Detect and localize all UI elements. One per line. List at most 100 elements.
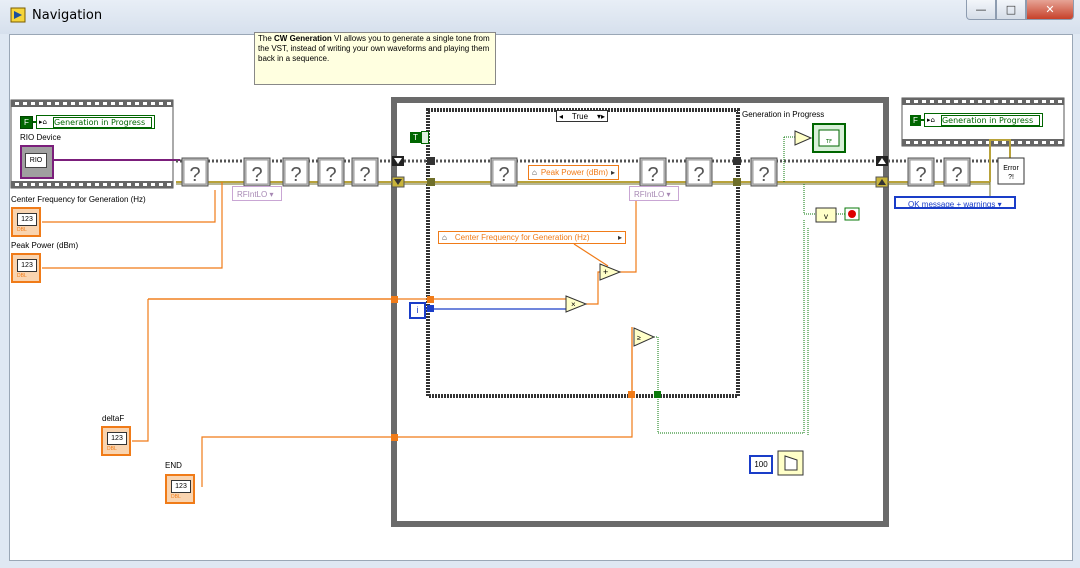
- true-constant-group[interactable]: T: [410, 131, 429, 144]
- shift-registers: [391, 156, 889, 441]
- svg-text:?: ?: [498, 164, 509, 186]
- subvi-icons[interactable]: ???????????: [181, 157, 971, 187]
- svg-text:TF: TF: [825, 139, 832, 145]
- unknown-subvi-icon[interactable]: ?: [351, 157, 379, 187]
- rfintlo-text-1: RFIntLO: [237, 190, 268, 199]
- rfintlo-constant-1[interactable]: RFIntLO ▾: [232, 186, 282, 201]
- greater-or-equal-function[interactable]: ≥: [633, 327, 656, 347]
- unknown-subvi-icon[interactable]: ?: [750, 157, 778, 187]
- case-selector[interactable]: ◂ True ▾▸: [556, 110, 608, 122]
- case-structure[interactable]: [426, 108, 740, 398]
- labview-app-icon: [10, 7, 26, 23]
- error-dialog-text: OK message + warnings: [908, 200, 996, 209]
- case-prev-arrow[interactable]: ◂: [559, 111, 564, 121]
- minimize-button[interactable]: —: [966, 0, 996, 20]
- peak-power-property-node[interactable]: ⌂ Peak Power (dBm) ▸: [528, 165, 619, 180]
- right-generation-local[interactable]: F ▸⌂ Generation in Progress: [910, 113, 1044, 127]
- wait-constant[interactable]: 100: [749, 455, 773, 474]
- stop-condition-icon[interactable]: [844, 207, 860, 221]
- generation-in-progress-label: Generation in Progress: [742, 110, 825, 119]
- rfintlo-constant-2[interactable]: RFIntLO ▾: [629, 186, 679, 201]
- local-variable-icon: ▸⌂: [39, 118, 47, 126]
- maximize-button[interactable]: □: [996, 0, 1026, 20]
- svg-text:?!: ?!: [1008, 174, 1014, 181]
- unknown-subvi-icon[interactable]: ?: [490, 157, 518, 187]
- svg-text:+: +: [603, 267, 608, 277]
- svg-text:?: ?: [290, 164, 301, 186]
- title-bar: Navigation — □ ✕: [0, 0, 1080, 34]
- true-constant[interactable]: T: [410, 132, 421, 143]
- rio-device-label: RIO Device: [20, 133, 61, 142]
- unknown-subvi-icon[interactable]: ?: [943, 157, 971, 187]
- rio-device-control[interactable]: RIO: [20, 145, 54, 179]
- rfintlo-text-2: RFIntLO: [634, 190, 665, 199]
- delta-f-label: deltaF: [102, 414, 125, 423]
- end-label: END: [165, 461, 182, 470]
- close-button[interactable]: ✕: [1026, 0, 1074, 20]
- unknown-subvi-icon[interactable]: ?: [317, 157, 345, 187]
- local-variable-label: Generation in Progress: [52, 116, 153, 128]
- peak-power-label: Peak Power (dBm): [11, 241, 79, 250]
- not-function[interactable]: [794, 130, 813, 146]
- svg-text:≥: ≥: [637, 335, 641, 342]
- center-frequency-label: Center Frequency for Generation (Hz): [11, 195, 146, 204]
- peak-power-property-label: Peak Power (dBm): [540, 168, 608, 177]
- svg-text:?: ?: [325, 164, 336, 186]
- svg-text:?: ?: [647, 164, 658, 186]
- svg-text:Error: Error: [1003, 165, 1019, 172]
- iteration-terminal[interactable]: i: [409, 302, 426, 319]
- numeric-glyph: 123: [171, 480, 191, 493]
- note-text: VI allows you to generate a single tone …: [258, 34, 490, 63]
- unknown-subvi-icon[interactable]: ?: [243, 157, 271, 187]
- add-function[interactable]: +: [599, 263, 622, 281]
- svg-text:v: v: [824, 212, 828, 221]
- wires: [42, 136, 1011, 487]
- numeric-glyph: 123: [17, 259, 37, 272]
- while-loop[interactable]: [391, 97, 889, 527]
- center-frequency-property-node[interactable]: ⌂ Center Frequency for Generation (Hz) ▸: [438, 231, 626, 244]
- svg-text:?: ?: [251, 164, 262, 186]
- generation-in-progress-indicator[interactable]: TF: [812, 123, 846, 153]
- false-constant-right[interactable]: F: [910, 114, 921, 126]
- unknown-subvi-icon[interactable]: ?: [639, 157, 667, 187]
- unknown-subvi-icon[interactable]: ?: [282, 157, 310, 187]
- error-dialog-dropdown[interactable]: OK message + warnings ▾: [894, 196, 1016, 209]
- dbl-tag: DBL: [171, 494, 181, 500]
- note-prefix: The: [258, 34, 275, 43]
- local-variable-label-right: Generation in Progress: [940, 114, 1041, 126]
- false-constant[interactable]: F: [20, 115, 33, 129]
- svg-text:?: ?: [189, 164, 200, 186]
- svg-text:?: ?: [951, 164, 962, 186]
- block-diagram-canvas[interactable]: [9, 34, 1073, 561]
- dbl-tag: DBL: [17, 227, 27, 233]
- comment-note: The CW Generation VI allows you to gener…: [254, 32, 496, 85]
- case-selector-label: True: [571, 111, 589, 121]
- svg-text:?: ?: [359, 164, 370, 186]
- rio-glyph: RIO: [25, 153, 47, 168]
- svg-text:?: ?: [693, 164, 704, 186]
- unknown-subvi-icon[interactable]: ?: [181, 157, 209, 187]
- svg-text:×: ×: [571, 300, 576, 309]
- case-next-arrow[interactable]: ▾▸: [596, 111, 605, 121]
- multiply-function[interactable]: ×: [565, 295, 588, 313]
- simple-error-handler-icon[interactable]: Error ?!: [997, 157, 1025, 185]
- local-variable-icon: ▸⌂: [927, 116, 935, 124]
- note-bold: CW Generation: [274, 34, 332, 43]
- unknown-subvi-icon[interactable]: ?: [907, 157, 935, 187]
- svg-text:?: ?: [758, 164, 769, 186]
- numeric-glyph: 123: [17, 213, 37, 226]
- left-generation-local[interactable]: F ▸⌂ Generation in Progress: [20, 115, 156, 129]
- dbl-tag: DBL: [17, 273, 27, 279]
- window-title: Navigation: [32, 8, 103, 23]
- home-icon: ⌂: [442, 233, 447, 242]
- unknown-subvi-icon[interactable]: ?: [685, 157, 713, 187]
- or-function[interactable]: v: [815, 207, 837, 223]
- home-icon: ⌂: [532, 168, 537, 177]
- dbl-tag: DBL: [107, 446, 117, 452]
- wait-ms-function[interactable]: [777, 450, 804, 476]
